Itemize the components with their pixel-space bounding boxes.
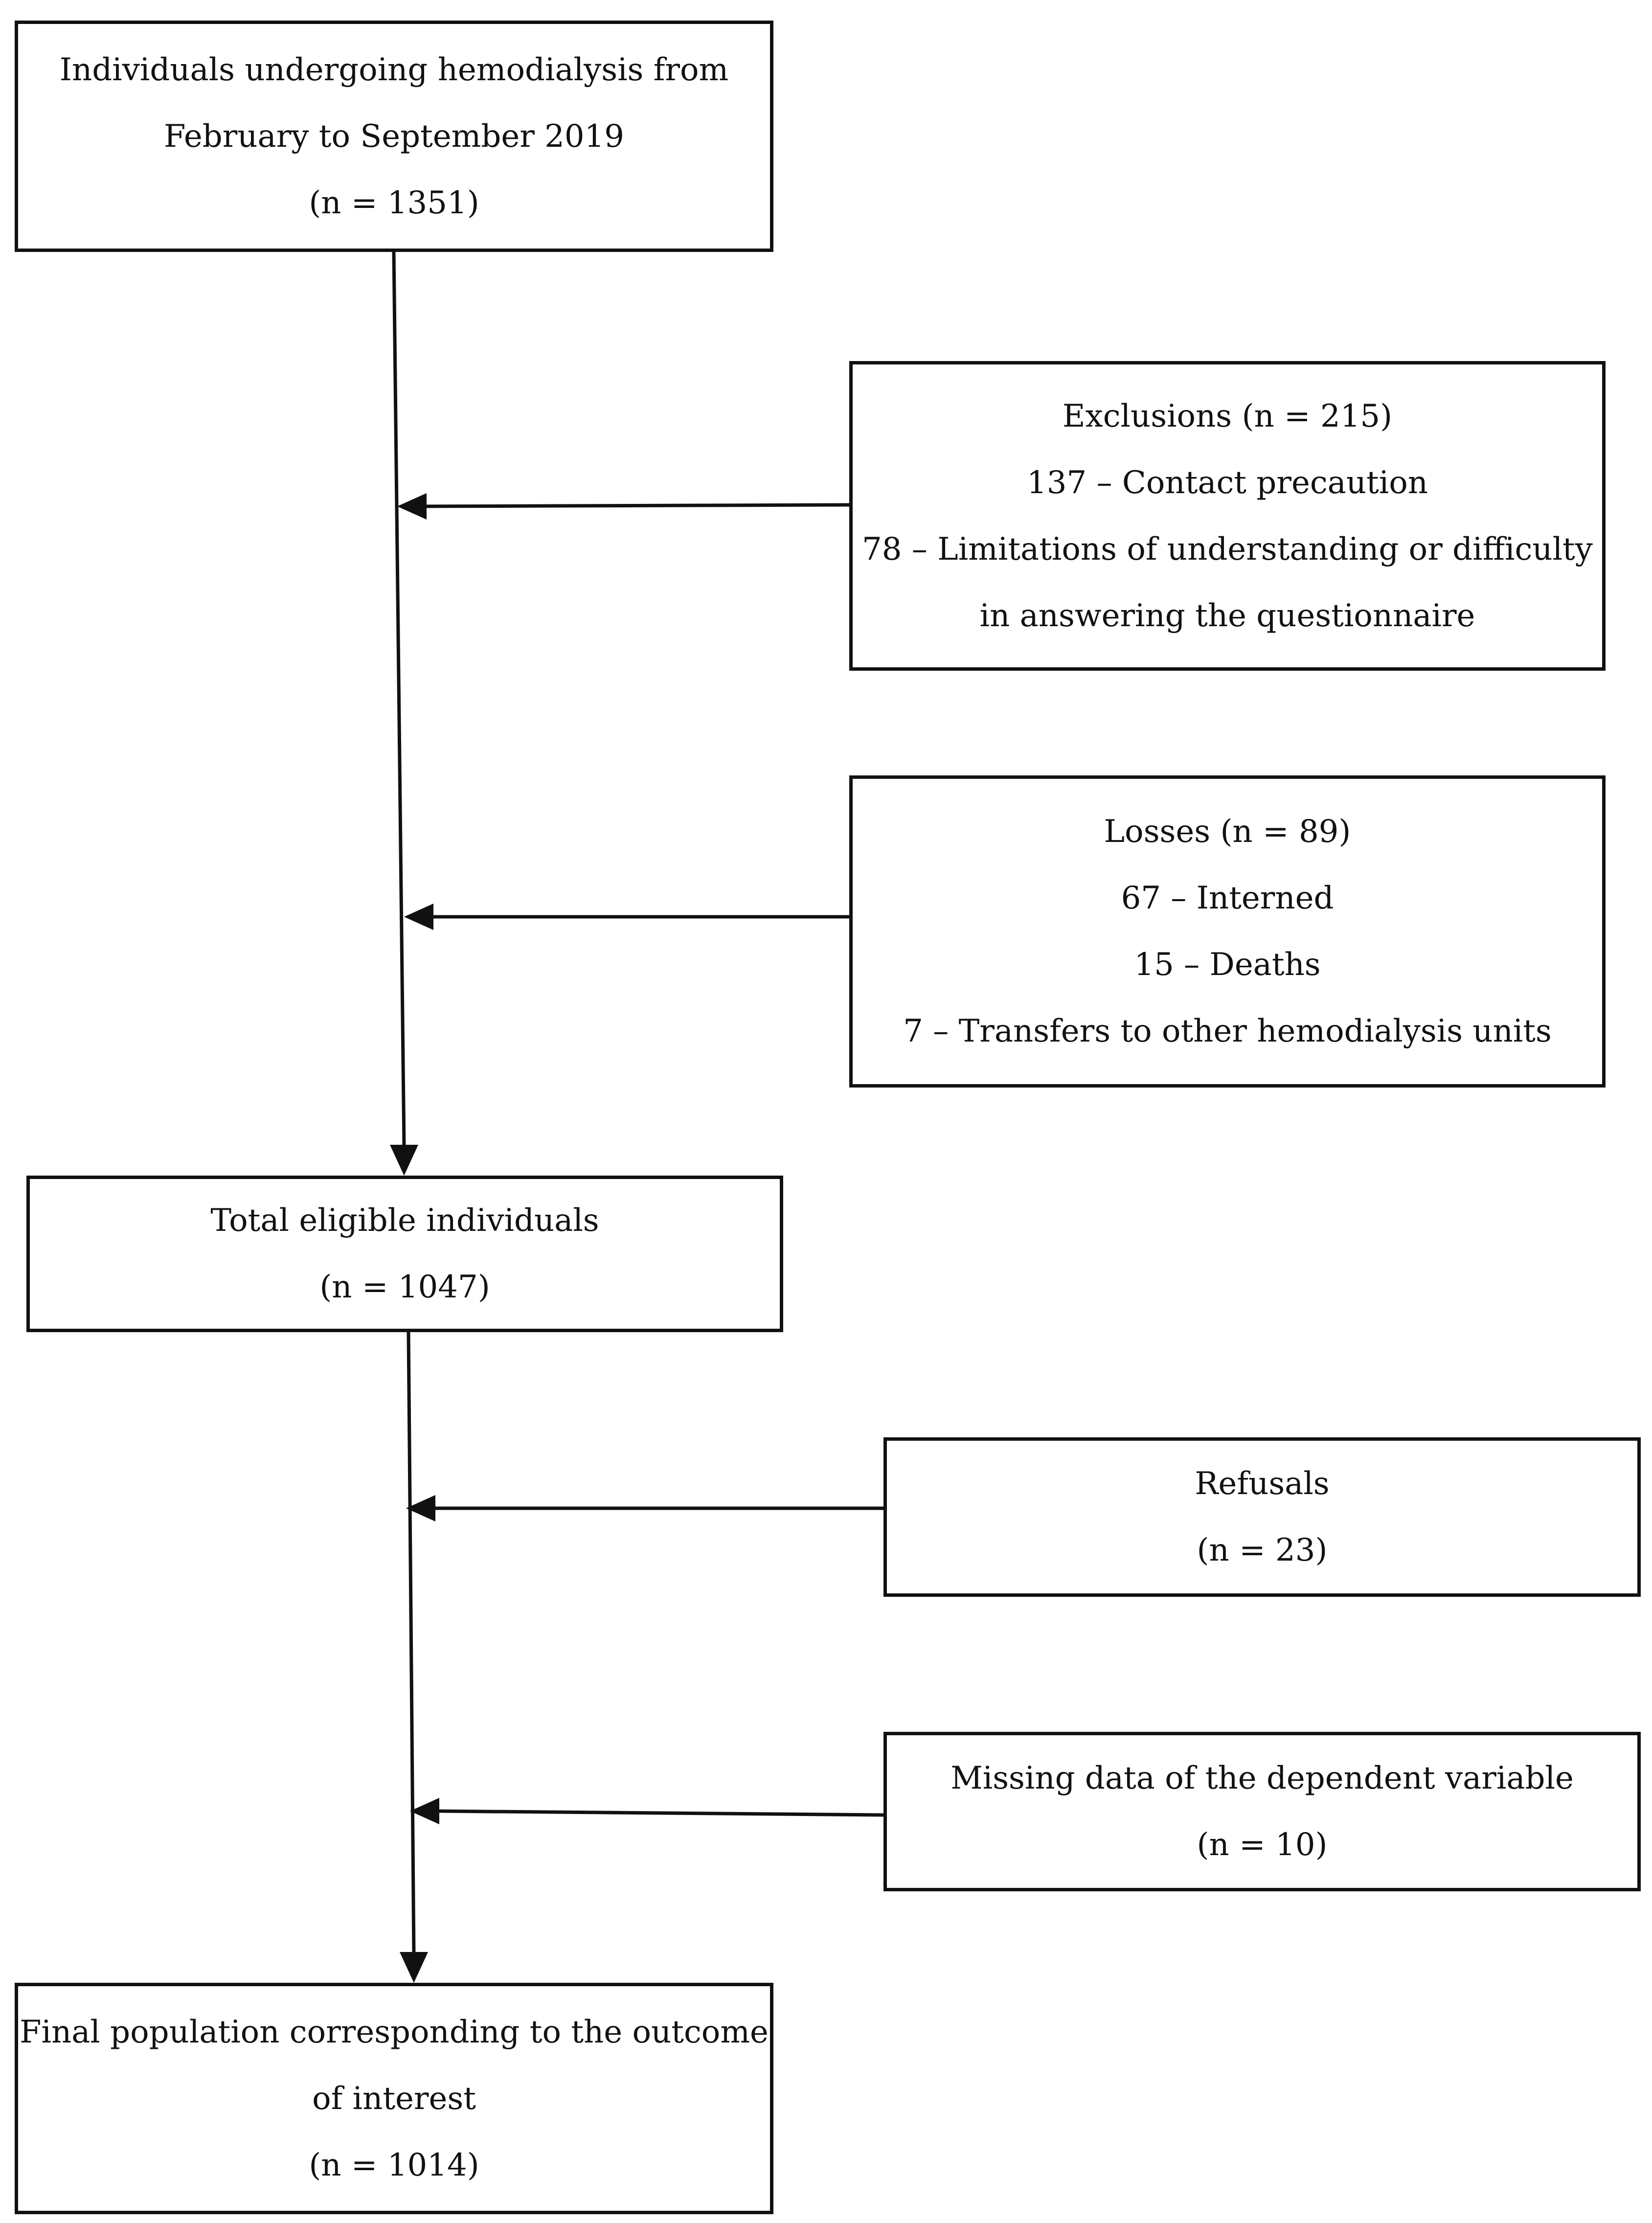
exclusions-title: Exclusions (n = 215) — [1062, 398, 1393, 434]
final-line-2: of interest — [312, 2080, 476, 2117]
start-population-box: Individuals undergoing hemodialysis from… — [15, 21, 773, 252]
final-line-1: Final population corresponding to the ou… — [20, 2014, 769, 2050]
final-count: (n = 1014) — [309, 2147, 479, 2183]
losses-arrow-head — [404, 904, 433, 930]
missing-title: Missing data of the dependent variable — [950, 1760, 1574, 1796]
losses-item-transfers: 7 – Transfers to other hemodialysis unit… — [903, 1013, 1552, 1049]
missing-arrow-head — [410, 1798, 439, 1824]
losses-item-interned: 67 – Interned — [1121, 880, 1334, 916]
trunk-line-lower — [407, 1332, 416, 1955]
exclusions-box: Exclusions (n = 215) 137 – Contact preca… — [849, 361, 1606, 671]
missing-count: (n = 10) — [1197, 1827, 1328, 1863]
start-line-2: February to September 2019 — [163, 118, 625, 155]
refusals-box: Refusals (n = 23) — [883, 1437, 1641, 1597]
losses-item-deaths: 15 – Deaths — [1134, 947, 1321, 983]
start-count: (n = 1351) — [309, 184, 479, 221]
losses-box: Losses (n = 89) 67 – Interned 15 – Death… — [849, 775, 1606, 1088]
missing-data-box: Missing data of the dependent variable (… — [883, 1732, 1641, 1891]
refusals-title: Refusals — [1195, 1466, 1330, 1502]
refusals-count: (n = 23) — [1197, 1532, 1328, 1568]
arrow-to-final-head — [400, 1952, 428, 1983]
eligible-title: Total eligible individuals — [210, 1202, 599, 1239]
eligible-count: (n = 1047) — [319, 1269, 490, 1305]
exclusions-arrow-head — [397, 493, 427, 520]
arrow-to-eligible-head — [390, 1145, 418, 1176]
refusals-arrow-head — [406, 1495, 435, 1521]
final-population-box: Final population corresponding to the ou… — [15, 1983, 773, 2214]
exclusions-arrow-line — [425, 503, 850, 508]
trunk-line-upper — [392, 251, 406, 1148]
eligible-box: Total eligible individuals (n = 1047) — [26, 1176, 783, 1332]
start-line-1: Individuals undergoing hemodialysis from — [59, 51, 729, 88]
losses-title: Losses (n = 89) — [1104, 814, 1351, 850]
exclusions-item-limitations: 78 – Limitations of understanding or dif… — [862, 531, 1593, 567]
missing-arrow-line — [438, 1809, 884, 1817]
exclusions-item-contact: 137 – Contact precaution — [1027, 464, 1428, 501]
exclusions-item-limitations-cont: in answering the questionnaire — [979, 597, 1475, 634]
